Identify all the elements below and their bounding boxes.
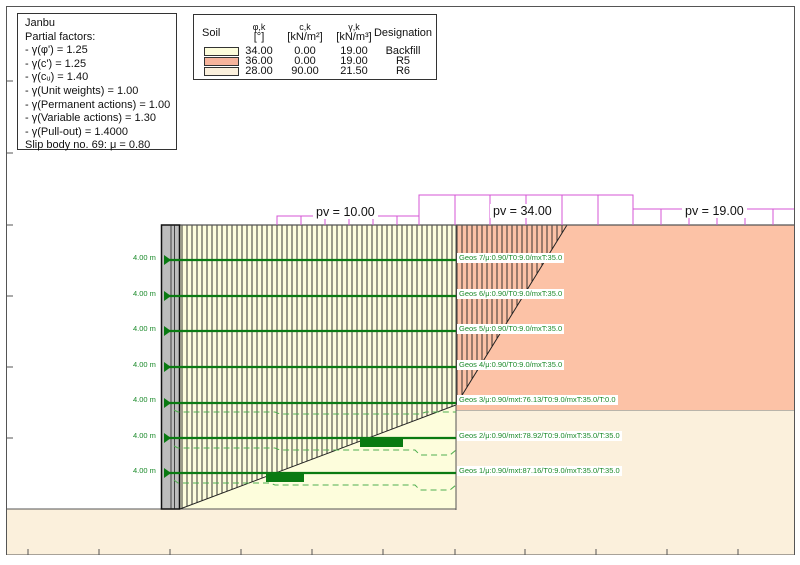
phi-value: 36.00: [245, 55, 273, 67]
reinforcement-length-5: 4.00 m: [131, 324, 158, 334]
header-c-unit: [kN/m²]: [287, 31, 323, 43]
soil-r6: [7, 509, 794, 555]
surcharge-label-pv19: pv = 19.00: [682, 204, 747, 218]
factor-c: - γ(c') = 1.25: [25, 57, 87, 70]
header-phi: φ,k: [252, 22, 266, 32]
factor-cu: - γ(cᵤ) = 1.40: [25, 71, 89, 84]
reinforcement-label-2: Geos 2/μ:0.90/mxt:78.92/T0:9.0/mxT:35.0/…: [457, 431, 622, 441]
reinforcement-length-7: 4.00 m: [131, 253, 158, 263]
gamma-value: 19.00: [340, 55, 368, 67]
reinforcement-label-5: Geos 5/μ:0.90/T0:9.0/mxT:35.0: [457, 324, 565, 334]
c-value: 0.00: [294, 45, 316, 57]
force-diagrams: [173, 409, 457, 491]
header-c: c,k: [299, 22, 311, 32]
surcharge-label-pv10: pv = 10.00: [313, 205, 378, 219]
factor-variable: - γ(Variable actions) = 1.30: [25, 112, 156, 125]
designation-value: R5: [395, 55, 411, 67]
factor-phi: - γ(φ') = 1.25: [25, 44, 88, 57]
header-gamma-unit: [kN/m³]: [336, 31, 372, 43]
swatch-r5: [204, 57, 239, 66]
header-gamma: γ,k: [348, 22, 360, 32]
gamma-value: 21.50: [340, 65, 368, 77]
c-value: 0.00: [294, 55, 316, 67]
header-soil: Soil: [202, 27, 221, 39]
reinforcement-label-1: Geos 1/μ:0.90/mxt:87.16/T0:9.0/mxT:35.0/…: [457, 466, 622, 476]
slip-body-info: Slip body no. 69: μ = 0.80: [25, 139, 151, 152]
swatch-r6: [204, 67, 239, 76]
surcharge-label-pv34: pv = 34.00: [490, 204, 555, 218]
reinforcement-label-6: Geos 6/μ:0.90/T0:9.0/mxT:35.0: [457, 289, 565, 299]
designation-value: R6: [395, 65, 411, 77]
reinforcement-label-7: Geos 7/μ:0.90/T0:9.0/mxT:35.0: [457, 253, 565, 263]
swatch-backfill: [204, 47, 239, 56]
reinforcement-length-1: 4.00 m: [131, 466, 158, 476]
phi-value: 34.00: [245, 45, 273, 57]
factor-pullout: - γ(Pull-out) = 1.4000: [25, 125, 129, 138]
reinforcement-length-4: 4.00 m: [131, 360, 158, 370]
reinforcement-anchors: [164, 255, 403, 482]
header-phi-unit: [°]: [253, 31, 265, 43]
reinforcement-length-6: 4.00 m: [131, 289, 158, 299]
reinforcements: [164, 258, 456, 475]
header-designation: Designation: [373, 27, 433, 39]
phi-value: 28.00: [245, 65, 273, 77]
axis-ticks-bottom: [27, 549, 739, 555]
soil-legend: Soil φ,k [°] c,k [kN/m²] γ,k [kN/m³] Des…: [193, 14, 437, 80]
designation-value: Backfill: [385, 45, 421, 57]
reinforcement-label-4: Geos 4/μ:0.90/T0:9.0/mxT:35.0: [457, 360, 565, 370]
partial-factors-box: Janbu Partial factors: - γ(φ') = 1.25 - …: [17, 13, 177, 152]
axis-ticks-left: [7, 80, 13, 439]
c-value: 90.00: [291, 65, 319, 77]
method-name: Janbu: [25, 17, 55, 29]
factor-permanent: - γ(Permanent actions) = 1.00: [25, 98, 171, 111]
gamma-value: 19.00: [340, 45, 368, 57]
reinforcement-length-3: 4.00 m: [131, 395, 158, 405]
reinforcement-length-2: 4.00 m: [131, 431, 158, 441]
soil-r6-right: [456, 410, 794, 510]
partial-factors-heading: Partial factors:: [25, 30, 96, 43]
reinforcement-label-3: Geos 3/μ:0.90/mxt:76.13/T0:9.0/mxT:35.0/…: [457, 395, 618, 405]
factor-unit-weights: - γ(Unit weights) = 1.00: [25, 84, 139, 97]
